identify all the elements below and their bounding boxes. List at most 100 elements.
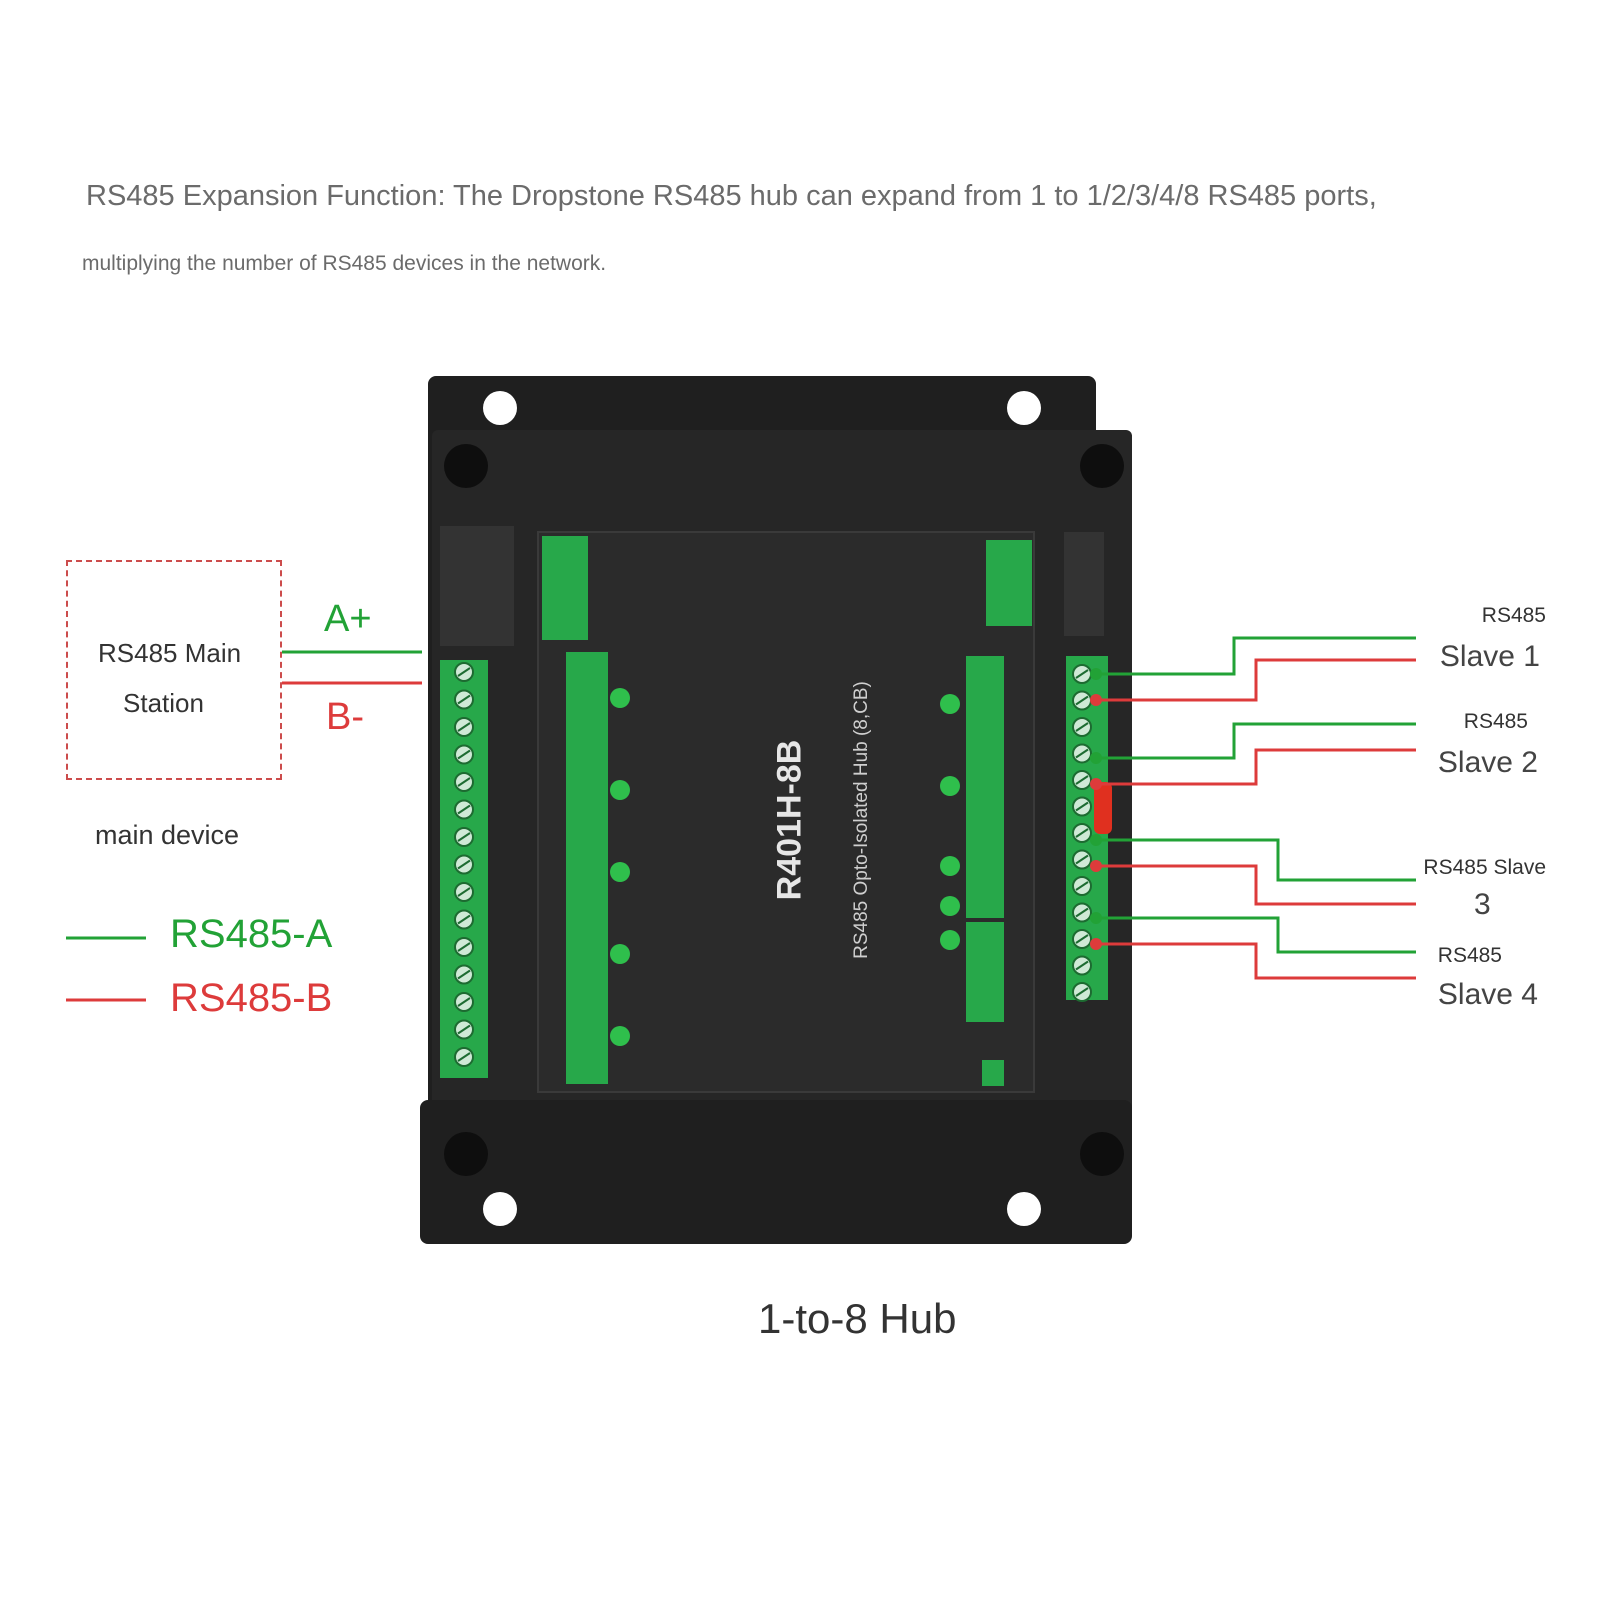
slave-1-label-line2: Slave 1 — [1439, 640, 1540, 673]
slave-4-dot-a — [1090, 912, 1102, 924]
dip-switch-block-left — [440, 526, 514, 646]
port-led-2 — [610, 780, 630, 800]
left-terminal-screw-slot-2 — [457, 694, 471, 705]
slave-2-label-line2: Slave 2 — [1437, 746, 1538, 779]
left-terminal-screw-slot-15 — [457, 1052, 471, 1062]
screw-bottom-right — [1080, 1132, 1124, 1176]
port-label-strip-left — [566, 652, 608, 1084]
small-indicator-block — [982, 1060, 1004, 1086]
port-led-7 — [940, 776, 960, 796]
mount-hole-top-right — [1007, 391, 1041, 425]
left-terminal-screw-slot-10 — [457, 914, 471, 925]
slave-1-wire-a — [1090, 636, 1416, 676]
left-terminal-screw-slot-9 — [457, 887, 471, 897]
right-terminal-screw-slot-2 — [1075, 695, 1089, 706]
main-device-caption: main device — [95, 820, 240, 850]
slave-3-wires — [1090, 834, 1416, 906]
slave-3-label-line1: RS485 Slave — [1423, 856, 1546, 879]
left-terminal-screw-slot-4 — [457, 749, 471, 760]
left-terminal-screw-slot-14 — [457, 1024, 471, 1035]
left-terminal-screw-slot-13 — [457, 997, 471, 1007]
intro-line-1: RS485 Expansion Function: The Dropstone … — [86, 180, 1377, 212]
left-terminal-screw-slot-5 — [457, 777, 471, 787]
slave-3-dot-b — [1090, 860, 1102, 872]
hub-device — [420, 376, 1132, 1244]
right-terminal-screw-slot-8 — [1075, 854, 1089, 865]
port-label-strip-right — [966, 656, 1004, 918]
slave-4-label-line1: RS485 — [1437, 944, 1502, 967]
slave-2-wire-b — [1094, 748, 1416, 786]
status-led-rx — [940, 930, 960, 950]
right-terminal-screw-slot-3 — [1075, 722, 1089, 732]
right-terminal-screw-slot-12 — [1075, 960, 1089, 971]
power-label-strip — [966, 922, 1004, 1022]
terminal-screws-left — [454, 662, 474, 1067]
slave-3-dot-a — [1090, 834, 1102, 846]
right-terminal-screw-slot-9 — [1075, 881, 1089, 891]
right-terminal-screw-slot-6 — [1075, 801, 1089, 812]
slave-3-wire-a — [1090, 838, 1416, 882]
mount-hole-top-left — [483, 391, 517, 425]
mount-hole-bottom-left — [483, 1192, 517, 1226]
device-model-label: R401H-8B — [770, 739, 809, 901]
main-station-label-line1: RS485 Main — [98, 638, 242, 668]
right-terminal-screw-slot-5 — [1075, 775, 1089, 785]
right-terminal-screw-slot-10 — [1075, 907, 1089, 918]
screw-top-right — [1080, 444, 1124, 488]
slave-2-dot-a — [1090, 752, 1102, 764]
terminal-screws-right — [1072, 664, 1092, 1002]
terminal-jumper — [1094, 782, 1112, 834]
led-label-strip-right — [986, 540, 1032, 626]
slave-1-dot-b — [1090, 694, 1102, 706]
port-led-8 — [940, 856, 960, 876]
left-terminal-screw-slot-7 — [457, 832, 471, 842]
slave-4-wires — [1090, 912, 1416, 980]
slave-4-wire-b — [1094, 942, 1416, 980]
dip-switch-block-right — [1064, 532, 1104, 636]
port-led-4 — [610, 944, 630, 964]
diagram-caption: 1-to-8 Hub — [758, 1295, 957, 1342]
led-label-strip-left — [542, 536, 588, 640]
slave-2-wires — [1090, 722, 1416, 790]
slave-1-label-line1: RS485 — [1481, 604, 1546, 627]
b-minus-label: B- — [326, 696, 364, 738]
slave-1-dot-a — [1090, 668, 1102, 680]
port-led-5 — [610, 1026, 630, 1046]
slave-3-wire-b — [1094, 864, 1416, 906]
screw-bottom-left — [444, 1132, 488, 1176]
main-station-box — [66, 560, 282, 780]
slave-2-label-line1: RS485 — [1463, 710, 1528, 733]
slave-2-dot-b — [1090, 778, 1102, 790]
slave-3-label-line2: 3 — [1474, 888, 1491, 921]
left-terminal-screw-slot-12 — [457, 969, 471, 980]
right-terminal-screw-slot-4 — [1075, 748, 1089, 759]
left-terminal-screw-slot-6 — [457, 804, 471, 815]
left-terminal-screw-slot-1 — [457, 667, 471, 677]
screw-top-left — [444, 444, 488, 488]
intro-line-2: multiplying the number of RS485 devices … — [82, 252, 607, 275]
slave-1-wires — [1090, 636, 1416, 706]
mount-hole-bottom-right — [1007, 1192, 1041, 1226]
slave-2-wire-a — [1090, 722, 1416, 760]
main-station-label-line2: Station — [123, 688, 204, 718]
slave-4-wire-a — [1090, 916, 1416, 954]
right-terminal-screw-slot-11 — [1075, 934, 1089, 944]
left-terminal-screw-slot-8 — [457, 859, 471, 870]
port-led-3 — [610, 862, 630, 882]
slave-4-label-line2: Slave 4 — [1437, 978, 1538, 1011]
legend-rs485-a: RS485-A — [170, 912, 333, 956]
slave-1-wire-b — [1094, 658, 1416, 702]
right-terminal-screw-slot-1 — [1075, 669, 1089, 679]
port-led-6 — [940, 694, 960, 714]
hub-face-panel — [537, 531, 1035, 1093]
right-terminal-screw-slot-13 — [1075, 987, 1089, 997]
right-terminal-screw-slot-7 — [1075, 828, 1089, 838]
device-subtitle-label: RS485 Opto-Isolated Hub (8,CB) — [851, 681, 872, 959]
legend-rs485-b: RS485-B — [170, 976, 333, 1020]
slave-4-dot-b — [1090, 938, 1102, 950]
left-terminal-screw-slot-3 — [457, 722, 471, 732]
left-terminal-screw-slot-11 — [457, 942, 471, 952]
a-plus-label: A+ — [324, 598, 372, 640]
